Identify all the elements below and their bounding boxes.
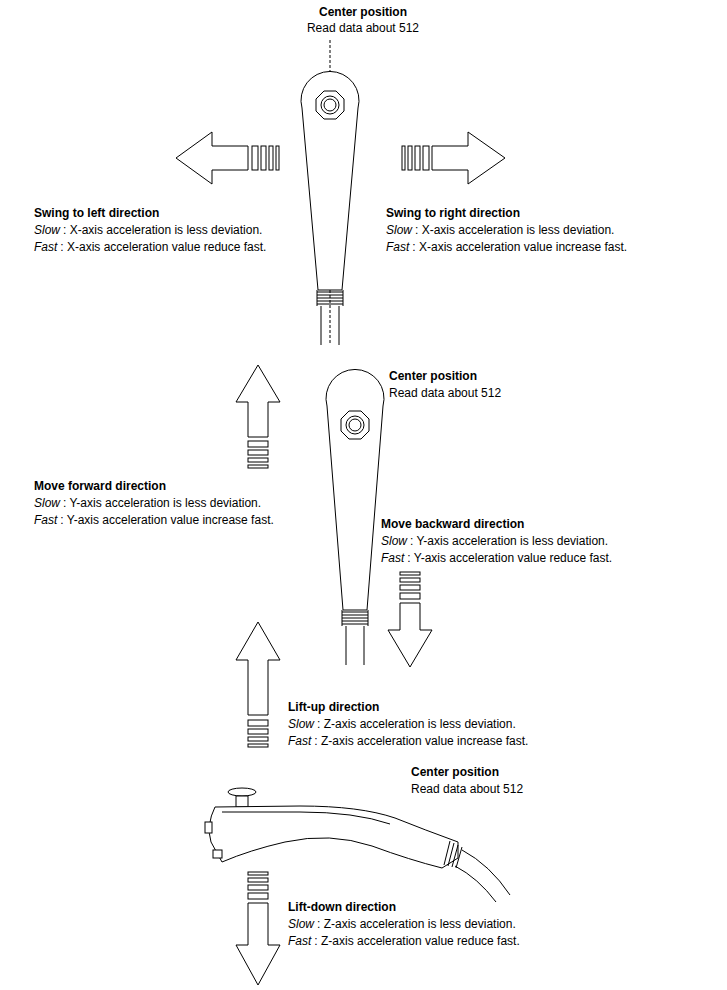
description-text: : X-axis acceleration is less deviation. (415, 223, 614, 237)
text-line: Slow: X-axis acceleration is less deviat… (34, 223, 262, 238)
text-line: Lift-down direction (288, 900, 396, 915)
text-line: Center position (319, 5, 407, 20)
direction-title: Swing to left direction (34, 206, 159, 220)
text-line: Read data about 512 (307, 21, 419, 36)
arrow-bars (252, 146, 279, 170)
description-text: : X-axis acceleration is less deviation. (63, 223, 262, 237)
button (341, 411, 369, 439)
speed-label: Slow (381, 534, 407, 548)
speed-label: Fast (386, 240, 409, 254)
text-line: Read data about 512 (389, 386, 501, 401)
speed-label: Fast (34, 513, 57, 527)
cable-ribs (317, 290, 343, 306)
speed-label: Fast (34, 240, 57, 254)
cable (339, 306, 340, 345)
text-line: Slow: Z-axis acceleration is less deviat… (288, 717, 516, 732)
arrow-bars (248, 441, 268, 468)
description-text: : Z-axis acceleration is less deviation. (317, 717, 516, 731)
direction-title: Move forward direction (34, 479, 166, 493)
text-line: Move backward direction (381, 517, 524, 532)
button (316, 91, 344, 119)
speed-label: Slow (386, 223, 412, 237)
arrow (236, 622, 280, 715)
controller-side-view (205, 788, 510, 902)
description-text: : Z-axis acceleration value reduce fast. (314, 934, 519, 948)
direction-title: Swing to right direction (386, 206, 520, 220)
text-line: Fast: X-axis acceleration value increase… (386, 240, 627, 255)
direction-title: Lift-down direction (288, 900, 396, 914)
description-text: Read data about 512 (411, 782, 523, 796)
direction-title: Lift-up direction (288, 700, 379, 714)
description-text: : Y-axis acceleration is less deviation. (410, 534, 608, 548)
button (346, 416, 364, 434)
direction-title: Center position (411, 765, 499, 779)
speed-label: Slow (34, 496, 60, 510)
text-line: Swing to left direction (34, 206, 159, 221)
description-text: : Y-axis acceleration value increase fas… (60, 513, 273, 527)
speed-label: Slow (34, 223, 60, 237)
arrow-bars (400, 572, 420, 599)
button (349, 419, 361, 431)
text-line: Lift-up direction (288, 700, 379, 715)
cable (346, 626, 347, 665)
arrow (236, 365, 280, 437)
button (324, 99, 336, 111)
button (321, 96, 339, 114)
text-line: Fast: Y-axis acceleration value increase… (34, 513, 274, 528)
text-line: Fast: Y-axis acceleration value reduce f… (381, 551, 612, 566)
text-line: Read data about 512 (411, 782, 523, 797)
arrow (432, 132, 505, 184)
text-line: Swing to right direction (386, 206, 520, 221)
speed-label: Slow (288, 917, 314, 931)
text-line: Move forward direction (34, 479, 166, 494)
speed-label: Slow (288, 717, 314, 731)
text-line: Slow: Z-axis acceleration is less deviat… (288, 917, 516, 932)
arrow-bars (248, 720, 268, 747)
speed-label: Fast (288, 934, 311, 948)
description-text: Read data about 512 (389, 386, 501, 400)
description-text: : Y-axis acceleration value reduce fast. (407, 551, 612, 565)
text-line: Center position (411, 765, 499, 780)
text-line: Fast: Z-axis acceleration value increase… (288, 734, 528, 749)
arrow-bars (402, 146, 429, 170)
speed-label: Fast (288, 734, 311, 748)
cable (321, 306, 322, 345)
text-line: Center position (389, 369, 477, 384)
cable-ribs (342, 610, 368, 626)
speed-label: Fast (381, 551, 404, 565)
description-text: : X-axis acceleration value reduce fast. (60, 240, 266, 254)
text-line: Fast: X-axis acceleration value reduce f… (34, 240, 266, 255)
text-line: Slow: X-axis acceleration is less deviat… (386, 223, 614, 238)
arrow-bars (248, 872, 268, 899)
text-line: Slow: Y-axis acceleration is less deviat… (381, 534, 608, 549)
controller-body (326, 369, 384, 610)
description-text: : Y-axis acceleration is less deviation. (63, 496, 261, 510)
description-text: : Z-axis acceleration value increase fas… (314, 734, 528, 748)
direction-title: Center position (319, 5, 407, 19)
arrow (388, 603, 432, 667)
text-line: Slow: Y-axis acceleration is less deviat… (34, 496, 261, 511)
controller-body (301, 71, 359, 290)
description-text: : Z-axis acceleration is less deviation. (317, 917, 516, 931)
arrow (236, 903, 280, 985)
description-text: : X-axis acceleration value increase fas… (412, 240, 627, 254)
text-line: Fast: Z-axis acceleration value reduce f… (288, 934, 520, 949)
direction-title: Move backward direction (381, 517, 524, 531)
direction-title: Center position (389, 369, 477, 383)
arrow (176, 132, 248, 184)
cable (364, 626, 365, 665)
description-text: Read data about 512 (307, 21, 419, 35)
